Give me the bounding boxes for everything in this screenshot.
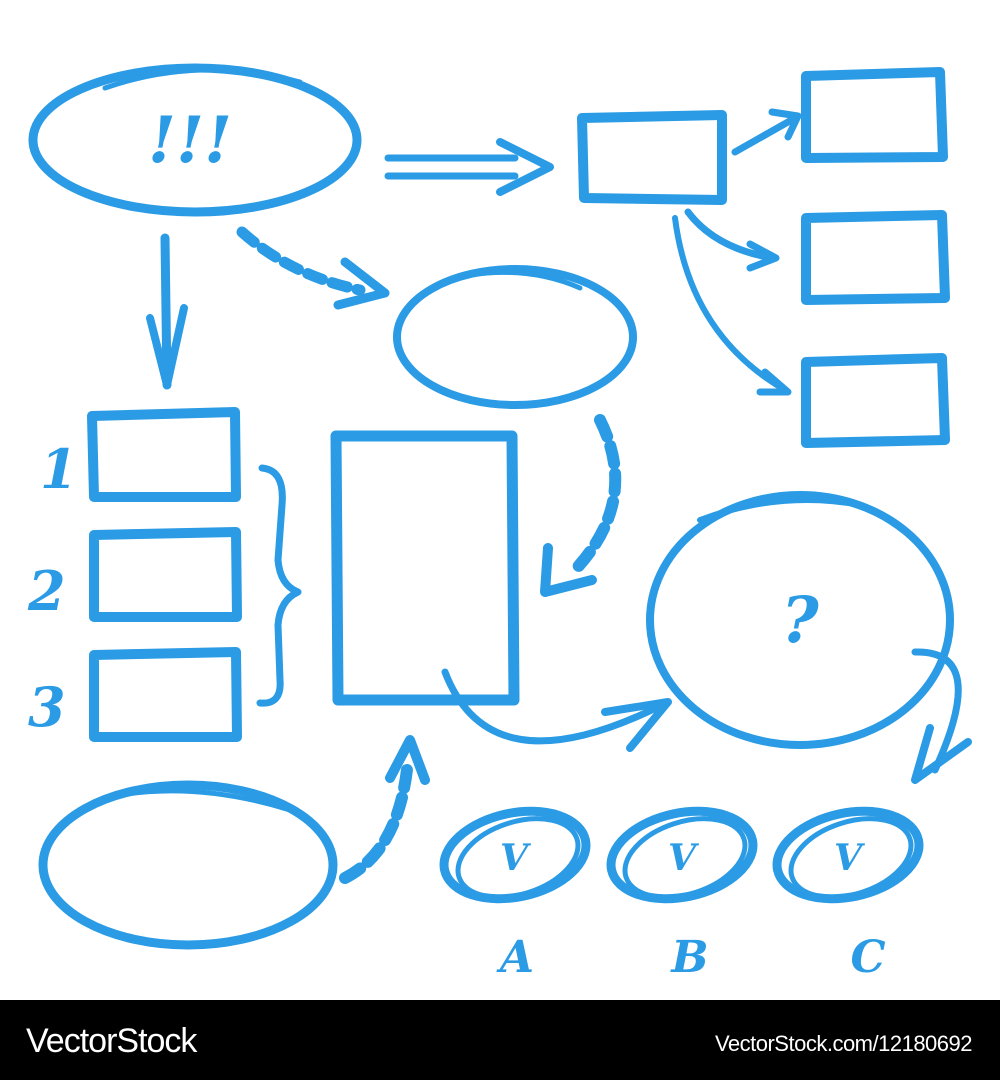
dashed-arrow-to-ellipse	[236, 226, 390, 310]
exclamation-ellipse: !!!	[28, 63, 362, 217]
arrow-to-question-ellipse	[441, 668, 672, 752]
numbered-box-2: 2	[27, 527, 242, 623]
check-option-c: V C	[772, 806, 924, 983]
right-box-3	[801, 353, 950, 448]
flowchart-canvas: !!!	[27, 63, 972, 983]
arrow-to-right-box-3	[672, 215, 792, 396]
number-label-1: 1	[40, 437, 78, 501]
check-mark-icon: V	[500, 837, 531, 879]
arrow-to-right-box-2	[684, 208, 780, 272]
check-mark-icon: V	[668, 837, 699, 879]
double-arrow-right	[384, 138, 554, 196]
number-label-2: 2	[27, 559, 66, 623]
curly-brace	[256, 464, 302, 707]
numbered-box-3: 3	[28, 647, 242, 742]
option-label-b: B	[669, 932, 708, 983]
right-box-2	[801, 210, 950, 305]
question-label: ?	[781, 583, 819, 658]
tall-box	[330, 430, 520, 706]
number-label-3: 3	[28, 675, 66, 739]
dashed-arrow-up	[339, 735, 430, 884]
exclamation-label: !!!	[148, 103, 232, 178]
bottom-left-ellipse	[38, 780, 338, 950]
option-label-a: A	[496, 932, 534, 983]
check-option-b: V B	[606, 806, 758, 983]
watermark-footer: VectorStock VectorStock.com/12180692	[0, 1000, 1000, 1080]
arrow-down	[146, 233, 188, 390]
right-box-1	[801, 67, 948, 163]
check-mark-icon: V	[834, 837, 865, 879]
top-center-box	[577, 110, 727, 205]
image-url: VectorStock.com/12180692	[714, 1031, 973, 1056]
dashed-arrow-to-tall-box	[540, 414, 622, 597]
numbered-box-1: 1	[40, 407, 241, 502]
brand-logo: VectorStock	[26, 1022, 197, 1060]
hook-arrow-down	[911, 648, 972, 784]
option-label-c: C	[850, 932, 885, 983]
check-option-a: V A	[439, 806, 591, 983]
question-ellipse: ?	[646, 491, 954, 749]
middle-ellipse	[393, 265, 637, 409]
arrow-to-right-box-1	[731, 108, 802, 156]
